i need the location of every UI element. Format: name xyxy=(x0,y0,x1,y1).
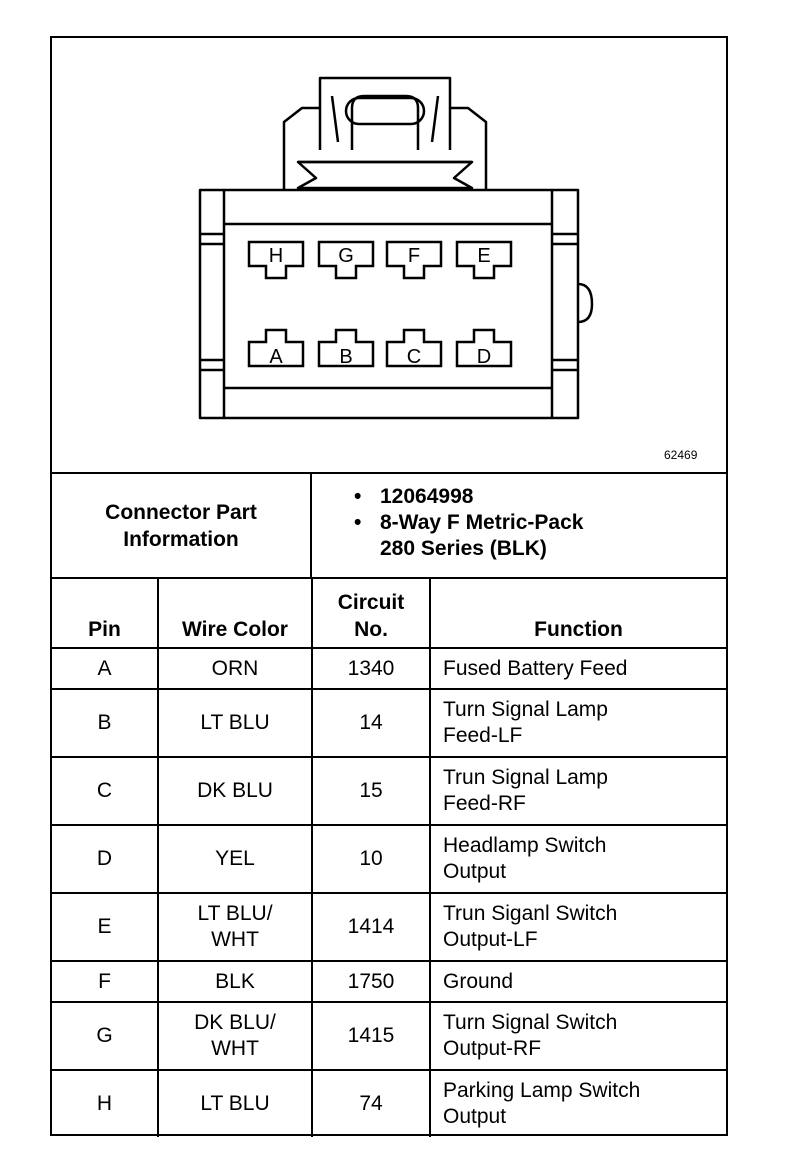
connector-info-label-line1: Connector Part xyxy=(105,500,257,524)
pin-cavity-label: H xyxy=(269,245,283,267)
pin-cavity-label: E xyxy=(477,245,490,267)
cell-wire-color: BLK xyxy=(157,960,313,1003)
pin-cavity-h xyxy=(247,240,305,280)
description-line1: 8-Way F Metric-Pack xyxy=(380,511,584,534)
bullet-icon: • xyxy=(354,511,362,534)
cell-wire-color: LT BLU xyxy=(157,1069,313,1137)
cell-wire-color: DK BLU/WHT xyxy=(157,1001,313,1071)
cell-circuit: 15 xyxy=(311,756,431,826)
description-item: • 8-Way F Metric-Pack 280 Series (BLK) xyxy=(352,510,583,562)
pin-cavity-d xyxy=(455,328,513,368)
connector-housing xyxy=(198,188,594,420)
pin-cavity-e xyxy=(455,240,513,280)
cell-pin: B xyxy=(52,688,159,758)
pin-cavity-c xyxy=(385,328,443,368)
pin-cavity-label: F xyxy=(408,245,420,267)
cell-pin: D xyxy=(52,824,159,894)
connector-info-label-line2: Information xyxy=(123,527,239,551)
cell-pin: E xyxy=(52,892,159,962)
pin-cavity-label: B xyxy=(339,346,352,368)
cell-circuit: 1340 xyxy=(311,647,431,690)
cell-circuit: 74 xyxy=(311,1069,431,1137)
connector-info-list: • 12064998 • 8-Way F Metric-Pack 280 Ser… xyxy=(352,484,583,562)
connector-part-information: Connector Part Information • 12064998 • … xyxy=(52,472,726,579)
pin-cavities xyxy=(247,240,513,368)
cell-pin: A xyxy=(52,647,159,690)
pin-cavity-b xyxy=(317,328,375,368)
pin-cavity-label: G xyxy=(338,245,354,267)
figure-id: 62469 xyxy=(664,448,698,462)
cell-pin: G xyxy=(52,1001,159,1071)
cell-wire-color: LT BLU/WHT xyxy=(157,892,313,962)
connector-face-diagram: H G F E A B C D xyxy=(198,76,594,420)
cell-function: Fused Battery Feed xyxy=(429,647,726,690)
bullet-icon: • xyxy=(354,485,362,508)
cell-circuit: 14 xyxy=(311,688,431,758)
cell-circuit: 1414 xyxy=(311,892,431,962)
cell-circuit: 1750 xyxy=(311,960,431,1003)
cell-wire-color: ORN xyxy=(157,647,313,690)
connector-info-label: Connector Part Information xyxy=(52,474,312,577)
header-pin: Pin xyxy=(52,579,159,649)
part-number: 12064998 xyxy=(380,485,474,508)
pin-cavity-label: C xyxy=(407,346,421,368)
pin-cavity-f xyxy=(385,240,443,280)
connector-latch xyxy=(282,76,488,190)
cell-wire-color: YEL xyxy=(157,824,313,894)
header-function: Function xyxy=(429,579,726,649)
cell-wire-color: DK BLU xyxy=(157,756,313,826)
pin-cavity-label: D xyxy=(477,346,491,368)
cell-pin: C xyxy=(52,756,159,826)
cell-pin: F xyxy=(52,960,159,1003)
part-number-item: • 12064998 xyxy=(352,484,583,510)
cell-function: Ground xyxy=(429,960,726,1003)
pin-cavity-a xyxy=(247,328,305,368)
cell-wire-color: LT BLU xyxy=(157,688,313,758)
pin-cavity-g xyxy=(317,240,375,280)
description-line2: 280 Series (BLK) xyxy=(380,537,547,560)
cell-circuit: 10 xyxy=(311,824,431,894)
cell-pin: H xyxy=(52,1069,159,1137)
pin-cavity-label: A xyxy=(269,346,283,368)
header-wire-color: Wire Color xyxy=(157,579,313,649)
cell-circuit: 1415 xyxy=(311,1001,431,1071)
